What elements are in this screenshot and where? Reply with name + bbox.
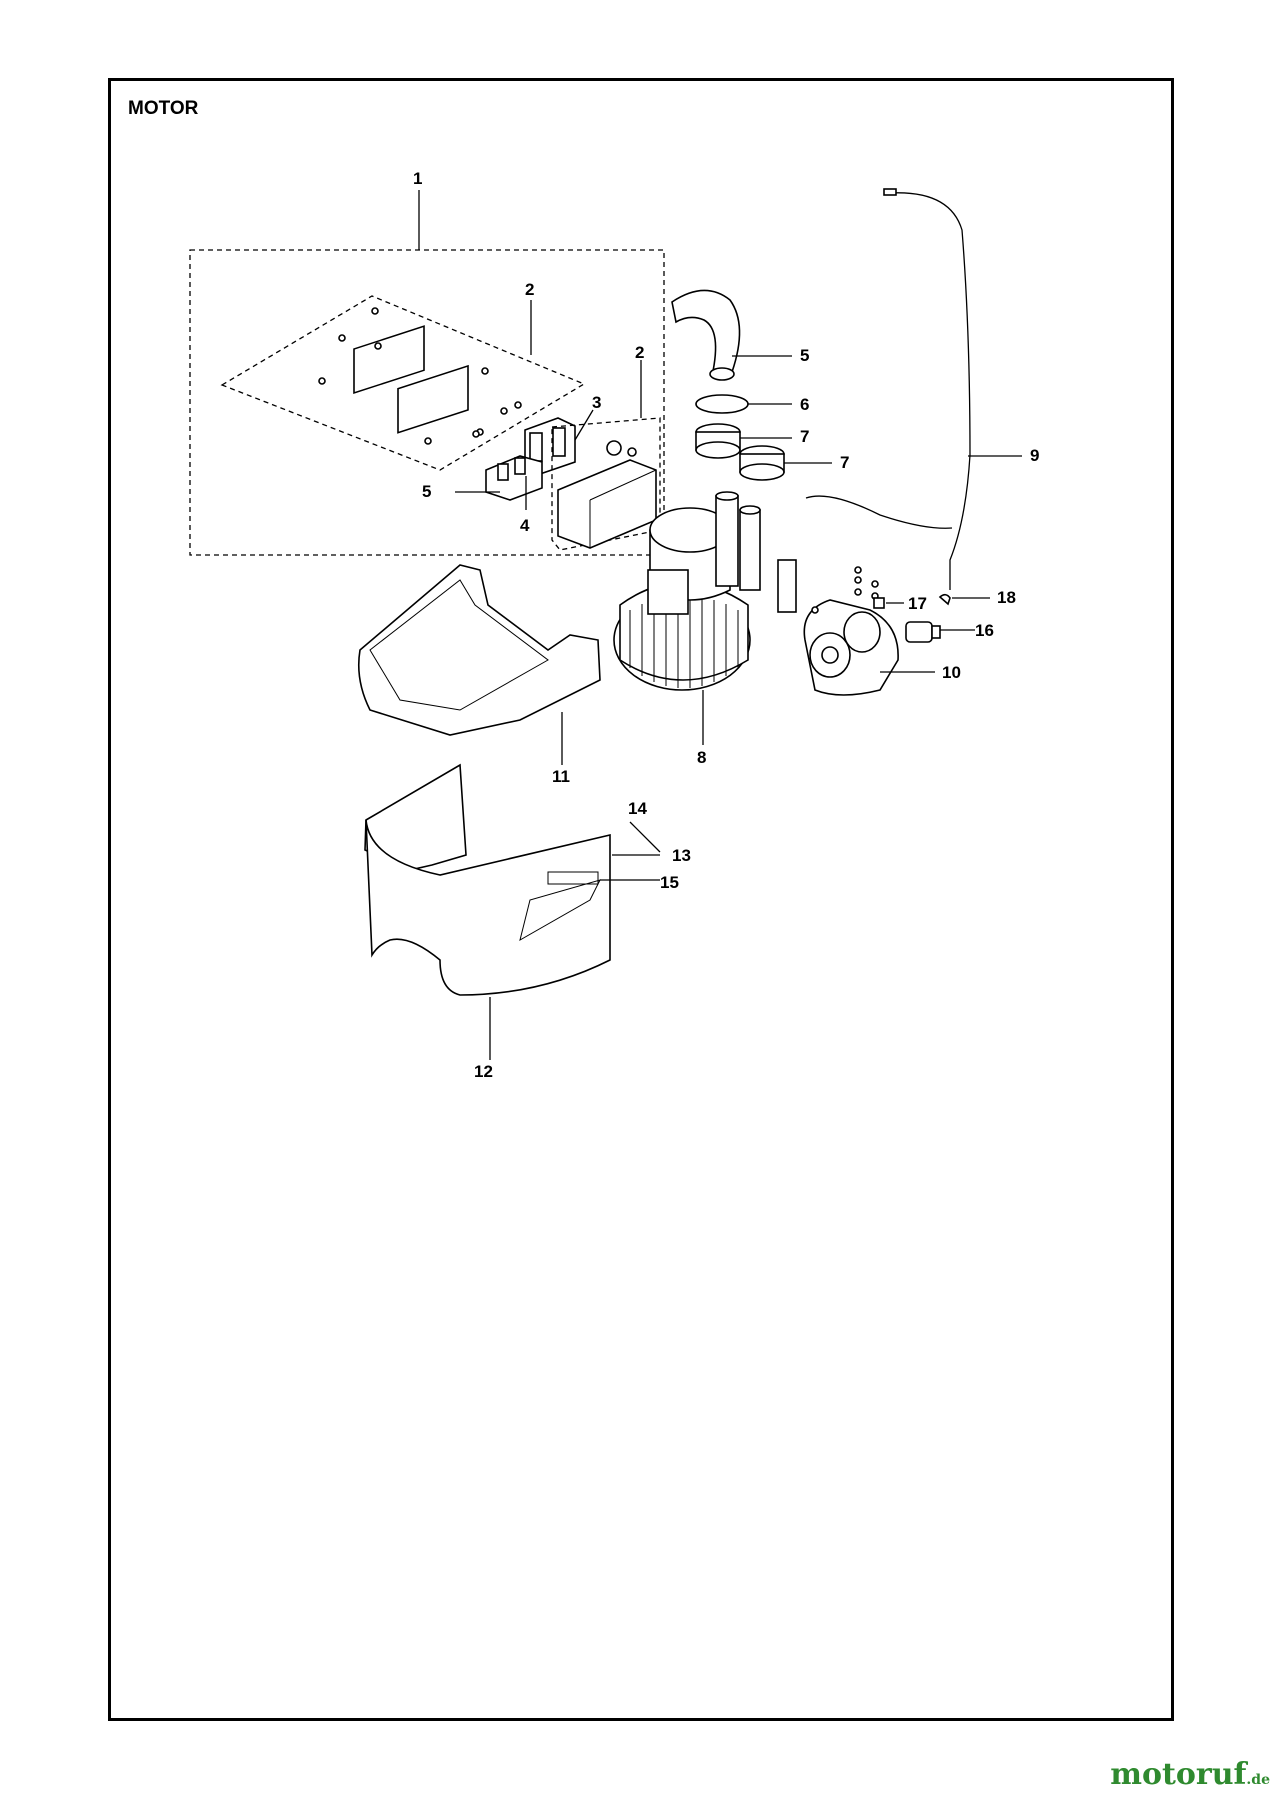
callout-7: 7: [840, 453, 849, 472]
site-watermark: motoruf.de: [1110, 1757, 1270, 1792]
callout-13: 13: [672, 846, 691, 865]
electric-cable: [889, 192, 971, 590]
watermark-main: motoruf: [1110, 1757, 1247, 1792]
diagram-frame: [108, 78, 1174, 1721]
callout-5: 5: [422, 482, 431, 501]
callout-7: 7: [800, 427, 809, 446]
mounting-plate-outline: [220, 295, 586, 471]
filter: [905, 621, 941, 643]
kit-boundary-box: [189, 249, 665, 556]
hose-clamp: [695, 394, 749, 414]
coupling: [739, 445, 785, 481]
callout-15: 15: [660, 873, 679, 892]
coupling: [695, 423, 741, 459]
callout-1: 1: [413, 169, 422, 188]
cover-plate: [353, 325, 425, 395]
lower-cover: [364, 763, 611, 996]
callout-9: 9: [1030, 446, 1039, 465]
callout-10: 10: [942, 663, 961, 682]
contactor: [485, 455, 543, 501]
callout-14: 14: [628, 799, 647, 818]
callout-11: 11: [552, 767, 570, 786]
callout-17: 17: [908, 594, 927, 613]
callout-6: 6: [800, 395, 809, 414]
callout-3: 3: [592, 393, 601, 412]
callout-2: 2: [635, 343, 644, 362]
callout-5: 5: [800, 346, 809, 365]
vacuum-pump: [803, 599, 899, 696]
callout-18: 18: [997, 588, 1016, 607]
callout-16: 16: [975, 621, 994, 640]
plate-screws: [318, 307, 522, 445]
fittings: [811, 566, 879, 614]
fitting: [873, 597, 885, 609]
cover-plate: [397, 364, 469, 434]
page-title: MOTOR: [128, 98, 199, 119]
watermark-tld: .de: [1246, 1772, 1270, 1788]
upper-cover: [357, 564, 601, 736]
elbow-fitting: [938, 593, 951, 606]
callout-8: 8: [697, 748, 706, 767]
side-channel-blower: [613, 491, 797, 691]
callout-2: 2: [525, 280, 534, 299]
hose-bend: [671, 289, 741, 378]
callout-12: 12: [474, 1062, 493, 1081]
callout-4: 4: [520, 516, 530, 535]
